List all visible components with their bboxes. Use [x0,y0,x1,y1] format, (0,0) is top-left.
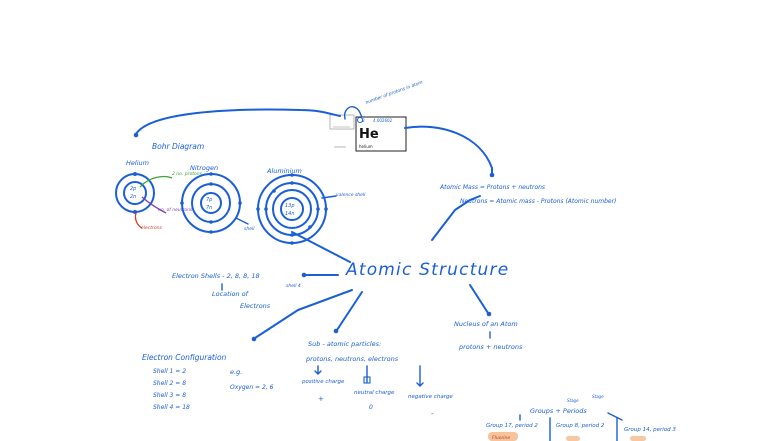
connector-title-to-config-1 [297,289,353,311]
atomic-number-marker-icon [357,117,363,123]
helium-nucleus [123,181,147,205]
bohr-helium: Helium 2p 2n 2 no. protons no. of neutro… [115,159,203,231]
groups-col-2: Group 8, period 2 [556,423,605,429]
groups-col-3: Group 14, period 3 [624,427,676,433]
atomic-mass-line-2: Neutrons = Atomic mass - Protons (Atomic… [460,198,616,205]
electron-configuration-node: Electron Configuration Shell 1 = 2 Shell… [142,353,274,411]
helium-label-electrons: electrons [141,225,162,231]
nitrogen-name: Nitrogen [190,164,218,172]
shells-line-3: Electrons [240,302,271,310]
config-row-4: Shell 4 = 18 [153,404,190,411]
element-card: 2 4.002602 He helium number of protons i… [329,79,425,152]
bohr-aluminium: Aluminium 13p 14n valence shell [256,167,366,245]
positive-charge-label: positive charge [301,379,345,385]
config-title: Electron Configuration [142,353,227,362]
nucleus-line-2: protons + neutrons [458,343,523,351]
shells-line-1b: shell 4 [286,283,301,289]
connector-title-to-bohr [291,231,351,263]
nucleus-node: Nucleus of an Atom protons + neutrons [454,320,523,351]
subatomic-list: protons, neutrons, electrons [305,355,399,363]
config-eg: e.g. [230,368,242,376]
shells-line-1: Electron Shells - 2, 8, 8, 18 [172,272,260,280]
aluminium-name: Aluminium [266,167,302,175]
nucleus-line-1: Nucleus of an Atom [454,320,518,328]
groups-col-1: Group 17, period 2 [486,423,538,429]
groups-title: Groups + Periods [530,407,587,415]
connector-title-to-mass [431,195,481,241]
helium-shell-1 [115,173,155,213]
fluorine-tag [488,432,518,441]
neutral-charge-sign: 0 [369,404,373,411]
connector-card-to-mass [404,125,493,175]
element-mass: 4.002602 [373,118,393,123]
connector-title-to-nucleus [469,284,489,314]
connectors [133,108,495,342]
groups-small-2: Stage [592,394,604,399]
positive-charge-sign: + [318,395,324,403]
subatomic-title: Sub - atomic particles: [308,340,381,348]
shells-line-2: Location of [212,290,250,298]
config-row-2: Shell 2 = 8 [153,380,186,387]
connector-card-to-bohr [135,108,341,135]
helium-name: Helium [126,159,149,167]
connector-title-to-subatomic [336,291,363,331]
groups-small-1: Stage [567,398,579,403]
nitrogen-nucleus [200,192,222,214]
element-card-note: number of protons in atom [365,79,425,106]
bohr-diagrams: Bohr Diagram Helium 2p 2n 2 no. protons … [115,142,366,245]
element-card-frame [355,116,407,152]
config-row-3: Shell 3 = 8 [153,392,186,399]
nitrogen-neutrons: 7n [206,205,212,211]
atomic-mass-line-1: Atomic Mass = Protons + neutrons [439,184,545,191]
nitrogen-protons: 7p [206,197,212,203]
central-title: Atomic Structure [345,260,509,280]
bohr-nitrogen: Nitrogen 7p 7n shell [180,164,255,234]
connector-title-to-config-2 [254,309,299,339]
negative-charge-label: negative charge [408,394,453,400]
element-name: helium [359,144,373,149]
helium-neutrons: 2n [130,194,136,200]
subatomic-node: Sub - atomic particles: protons, neutron… [301,340,453,418]
config-row-1: Shell 1 = 2 [153,368,186,375]
bohr-heading: Bohr Diagram [152,142,204,151]
aluminium-neutrons: 14n [285,211,295,217]
element-symbol: He [359,127,379,142]
atomic-mass-node: Atomic Mass = Protons + neutrons Neutron… [439,184,616,205]
aluminium-shell-1 [272,189,312,229]
aluminium-nucleus [280,197,304,221]
electron-shells-node: Electron Shells - 2, 8, 8, 18 shell 4 Lo… [172,272,301,310]
groups-periods-node: Groups + Periods Stage Stage Group 17, p… [486,394,676,441]
helium-label-protons: 2 no. protons [172,171,203,177]
nitrogen-shell-1 [191,183,231,223]
element-number: 2 [362,118,365,124]
nitrogen-label: shell [244,226,255,232]
fluorine-tag-label: Fluorine [492,435,510,441]
neutral-charge-label: neutral charge [354,390,395,396]
aluminium-label: valence shell [336,192,366,198]
negative-charge-sign: - [431,410,434,418]
aluminium-protons: 13p [285,203,295,209]
helium-protons: 2p [130,186,136,192]
config-example: Oxygen = 2, 6 [230,384,274,391]
helium-label-neutrons: no. of neutrons [158,207,193,213]
